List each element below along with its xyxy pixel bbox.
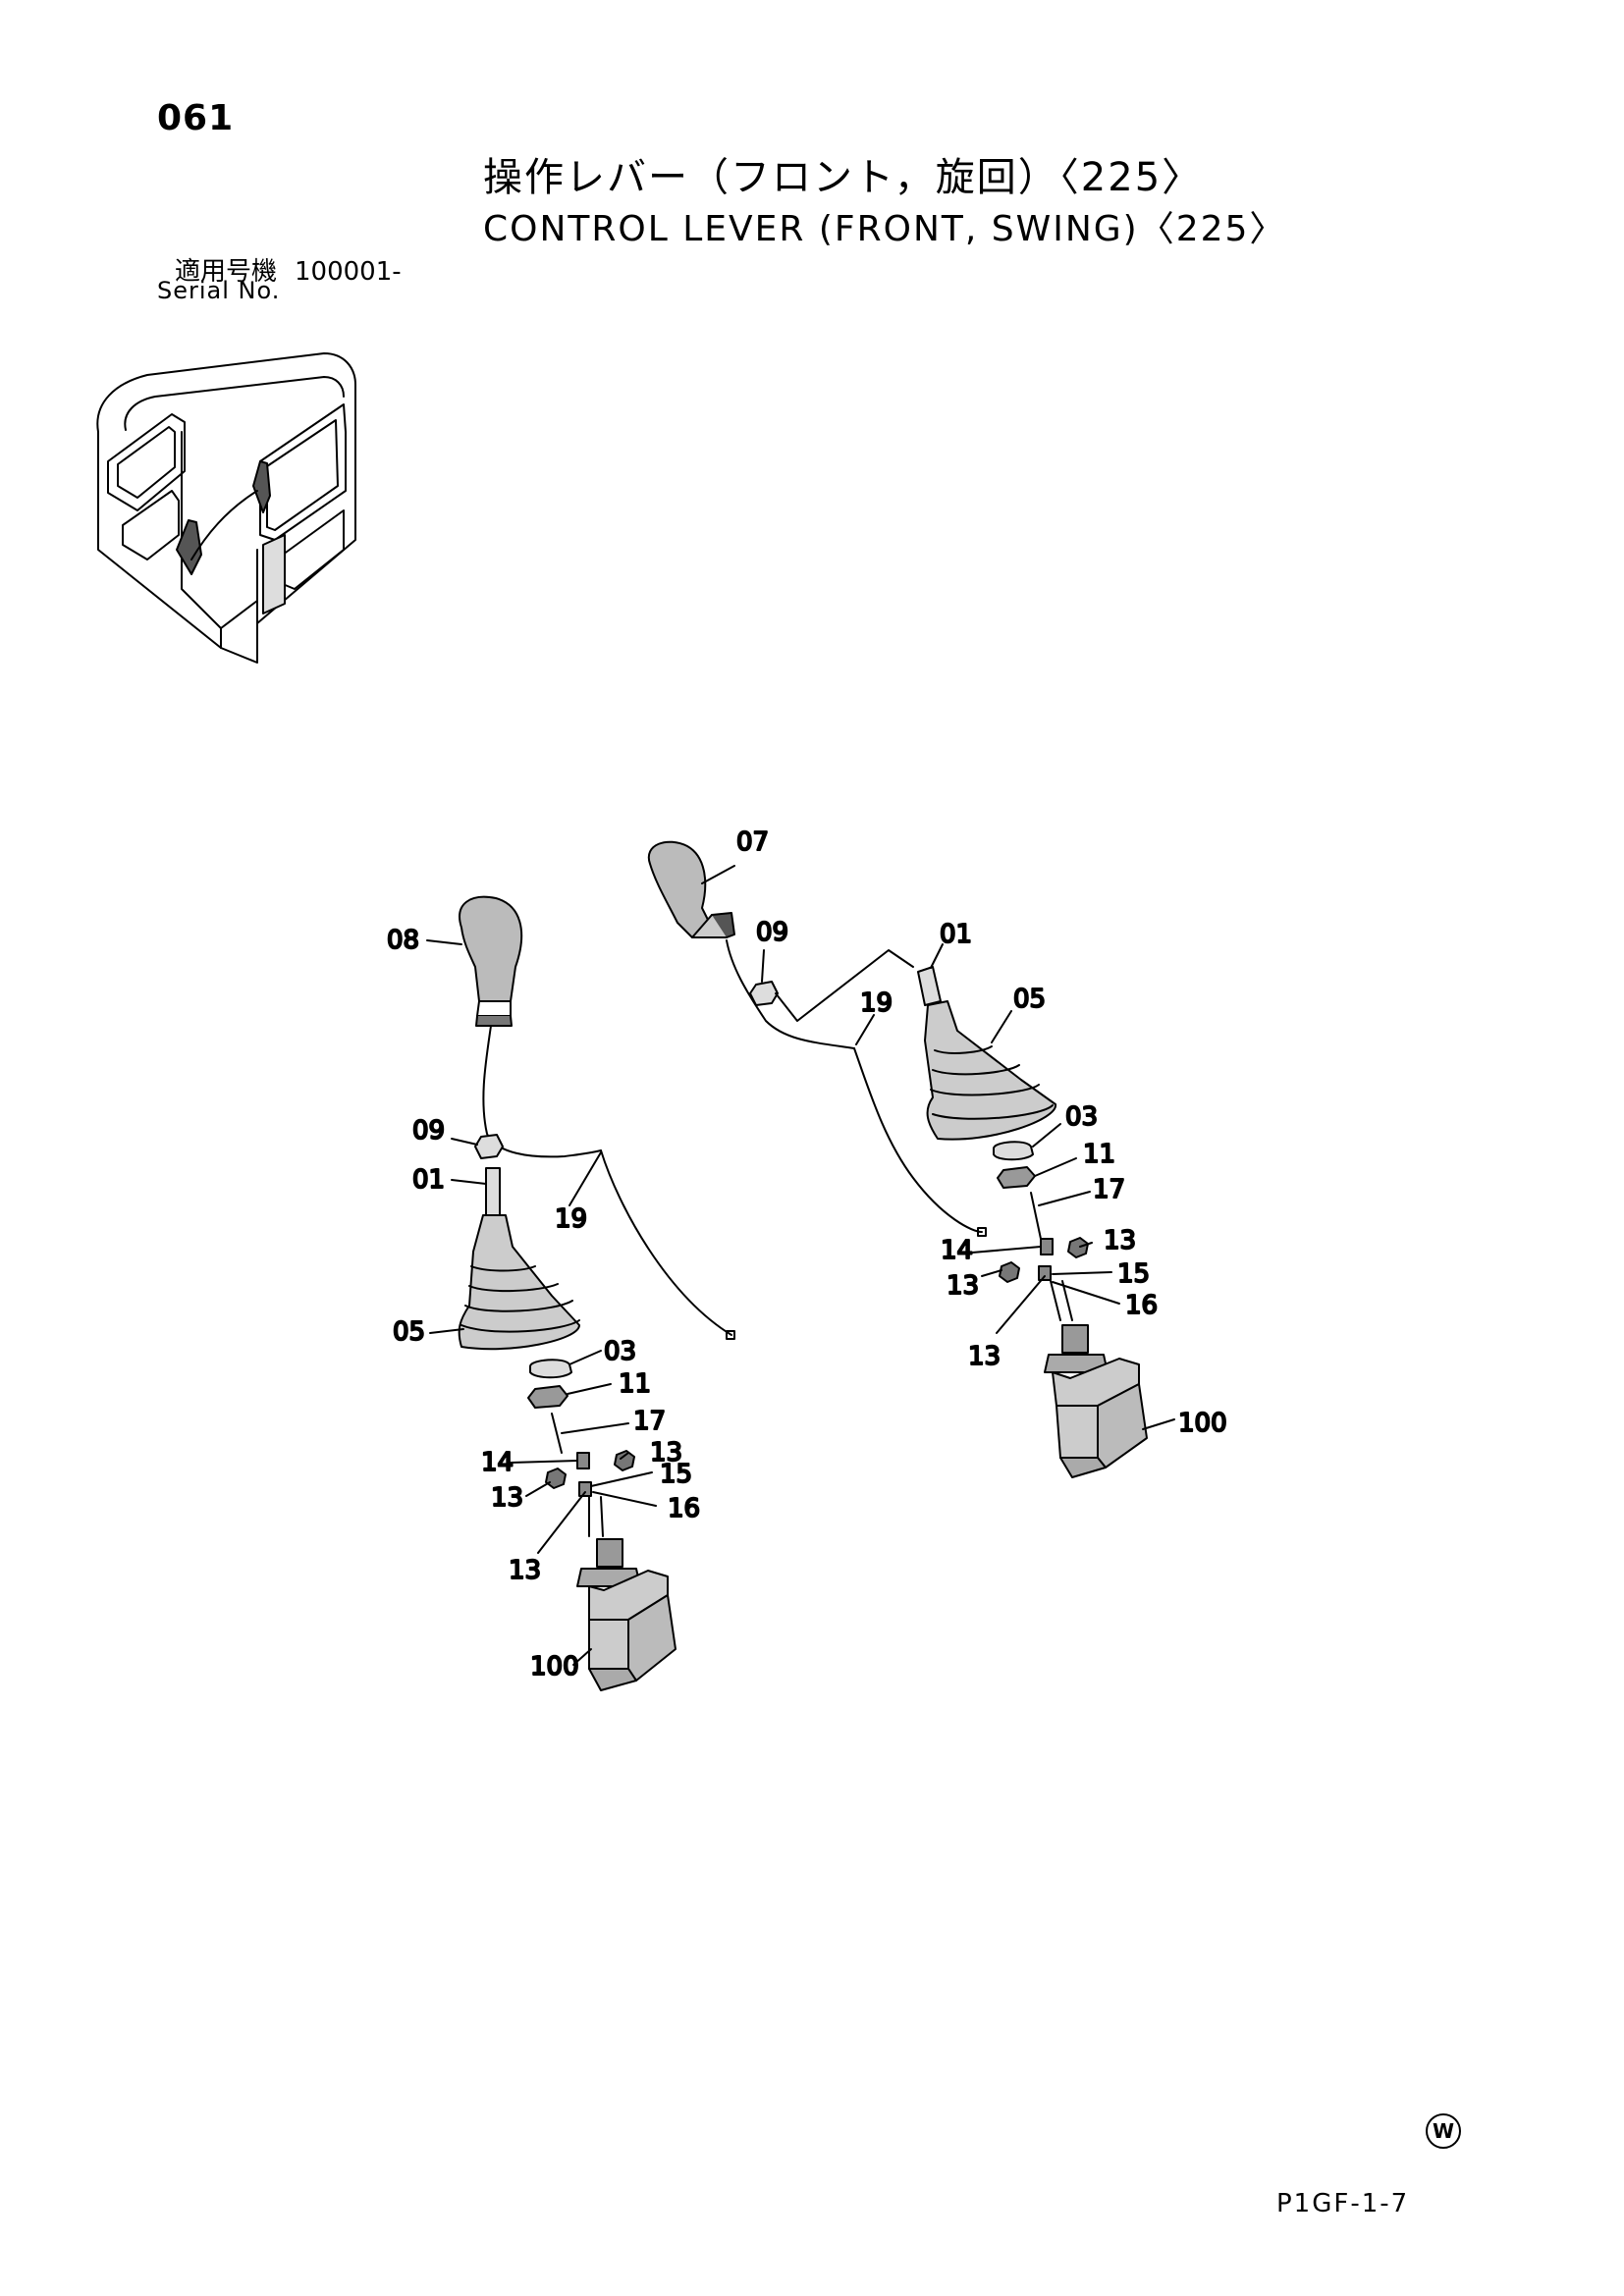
callout-right-13-b: 13 <box>1104 1226 1136 1255</box>
page-code: P1GF-1-7 <box>1276 2189 1410 2218</box>
callout-left-01: 01 <box>412 1165 445 1195</box>
serial-label-english: Serial No. <box>157 277 281 304</box>
serial-label-japanese: 適用号機 <box>175 257 278 287</box>
callout-right-15: 15 <box>1117 1259 1150 1289</box>
callout-left-19: 19 <box>555 1204 587 1234</box>
callout-left-13-c: 13 <box>509 1556 541 1585</box>
callout-right-19: 19 <box>860 988 893 1018</box>
callout-left-05: 05 <box>393 1317 425 1347</box>
serial-value: 100001- <box>295 257 402 287</box>
callout-right-100: 100 <box>1178 1409 1227 1438</box>
title-japanese: 操作レバー（フロント，旋回）〈225〉 <box>483 155 1204 200</box>
callout-left-16: 16 <box>668 1494 700 1523</box>
callout-left-13-b: 13 <box>650 1438 682 1468</box>
callout-right-05: 05 <box>1013 985 1046 1014</box>
callout-right-13-c: 13 <box>968 1342 1001 1371</box>
callout-right-03: 03 <box>1065 1102 1098 1132</box>
callout-left-17: 17 <box>633 1407 666 1436</box>
callout-left-13-a: 13 <box>491 1483 523 1513</box>
callout-right-17: 17 <box>1093 1175 1125 1204</box>
callout-left-100: 100 <box>530 1652 579 1682</box>
cab-locator-illustration <box>96 352 356 664</box>
callout-left-15: 15 <box>660 1460 692 1489</box>
callout-left-14: 14 <box>481 1448 514 1477</box>
callout-left-11: 11 <box>619 1369 651 1399</box>
serial-line-japanese: 適用号機 100001- <box>175 251 402 288</box>
right-lever-assembly: 07 09 01 05 19 03 11 17 14 13 13 15 16 1… <box>647 827 1228 1478</box>
callout-right-14: 14 <box>941 1236 973 1265</box>
callout-right-01: 01 <box>940 920 972 949</box>
callout-right-11: 11 <box>1083 1140 1115 1169</box>
callout-right-07: 07 <box>736 828 769 857</box>
left-lever-assembly: 08 09 01 19 05 03 11 17 14 13 13 15 16 1… <box>386 895 735 1691</box>
callout-right-13-a: 13 <box>947 1271 979 1301</box>
title-english: CONTROL LEVER (FRONT, SWING)〈225〉 <box>483 209 1287 249</box>
callout-right-09: 09 <box>756 918 788 947</box>
callout-right-16: 16 <box>1125 1291 1158 1320</box>
page-number: 061 <box>157 98 235 138</box>
callout-left-08: 08 <box>387 926 419 955</box>
manufacturer-mark: W <box>1426 2113 1461 2149</box>
callout-left-03: 03 <box>604 1337 636 1366</box>
callout-left-09: 09 <box>412 1116 445 1146</box>
